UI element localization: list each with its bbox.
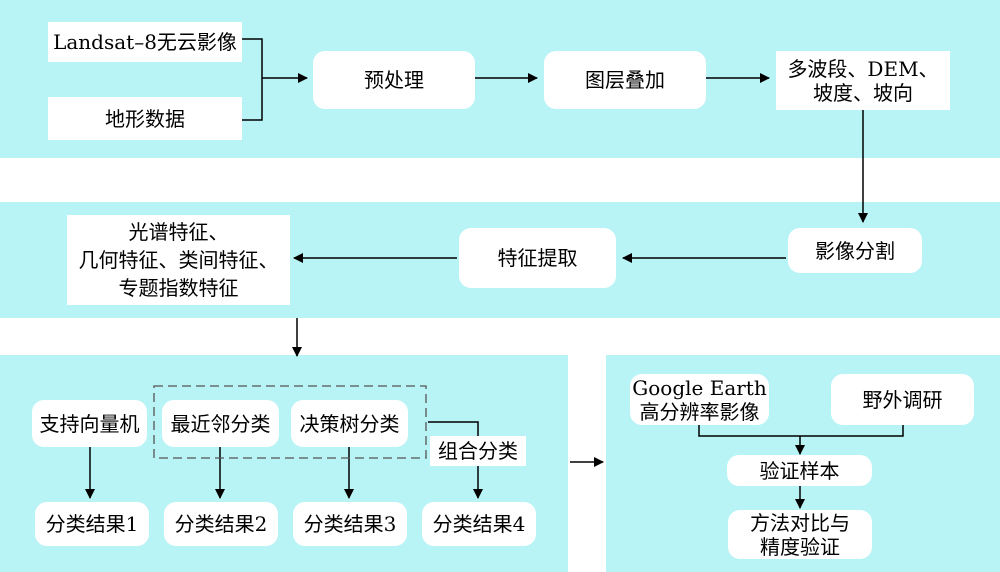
result-2-label: 分类结果2 <box>174 512 268 536</box>
terrain-input-box: 地形数据 <box>48 97 242 140</box>
tree-box: 决策树分类 <box>291 400 408 447</box>
result-3-label: 分类结果3 <box>303 512 397 536</box>
result-1-label: 分类结果1 <box>45 512 139 536</box>
preprocess-label: 预处理 <box>364 68 424 92</box>
result-3-box: 分类结果3 <box>293 502 407 546</box>
features-label-line1: 光谱特征、 <box>128 220 229 244</box>
result-4-box: 分类结果4 <box>422 502 536 546</box>
terrain-input-label: 地形数据 <box>105 106 185 131</box>
connector-combo <box>428 421 479 436</box>
google-earth-box: Google Earth 高分辨率影像 <box>630 374 769 425</box>
field-survey-label: 野外调研 <box>862 387 943 412</box>
layer-stack-box: 图层叠加 <box>544 51 706 109</box>
google-earth-label-line2: 高分辨率影像 <box>639 399 760 424</box>
landsat-input-label: Landsat–8无云影像 <box>53 30 237 54</box>
segmentation-box: 影像分割 <box>788 228 922 273</box>
result-1-box: 分类结果1 <box>35 502 149 546</box>
result-4-label: 分类结果4 <box>432 512 526 536</box>
accuracy-label-line1: 方法对比与 <box>750 510 850 535</box>
accuracy-box: 方法对比与 精度验证 <box>728 510 872 559</box>
feature-extraction-label: 特征提取 <box>497 246 578 270</box>
feature-extraction-box: 特征提取 <box>459 228 616 288</box>
features-box: 光谱特征、 几何特征、类间特征、 专题指数特征 <box>67 215 290 305</box>
knn-box: 最近邻分类 <box>162 400 279 447</box>
landsat-input-box: Landsat–8无云影像 <box>48 22 242 62</box>
connector-ge <box>698 425 904 437</box>
features-label-line3: 专题指数特征 <box>118 276 239 300</box>
tree-label: 决策树分类 <box>299 411 400 436</box>
knn-label: 最近邻分类 <box>170 411 271 436</box>
connector-landsat <box>242 38 263 121</box>
svm-label: 支持向量机 <box>39 411 140 436</box>
layer-stack-label: 图层叠加 <box>585 68 665 92</box>
segmentation-label: 影像分割 <box>815 238 895 263</box>
accuracy-label-line2: 精度验证 <box>760 534 840 559</box>
combo-label: 组合分类 <box>438 439 518 463</box>
validation-samples-box: 验证样本 <box>727 455 872 486</box>
field-survey-box: 野外调研 <box>831 374 974 425</box>
bands-label-line2: 坡度、坡向 <box>813 80 913 105</box>
svm-box: 支持向量机 <box>32 400 147 447</box>
preprocess-box: 预处理 <box>313 51 475 109</box>
bands-label-line1: 多波段、DEM、 <box>787 56 939 81</box>
features-label-line2: 几何特征、类间特征、 <box>78 248 279 272</box>
combo-box: 组合分类 <box>430 436 526 466</box>
combined-group-outline <box>153 385 427 459</box>
result-2-box: 分类结果2 <box>164 502 278 546</box>
google-earth-label-line1: Google Earth <box>632 375 767 400</box>
validation-samples-label: 验证样本 <box>759 458 840 483</box>
bands-box: 多波段、DEM、 坡度、坡向 <box>776 51 950 110</box>
